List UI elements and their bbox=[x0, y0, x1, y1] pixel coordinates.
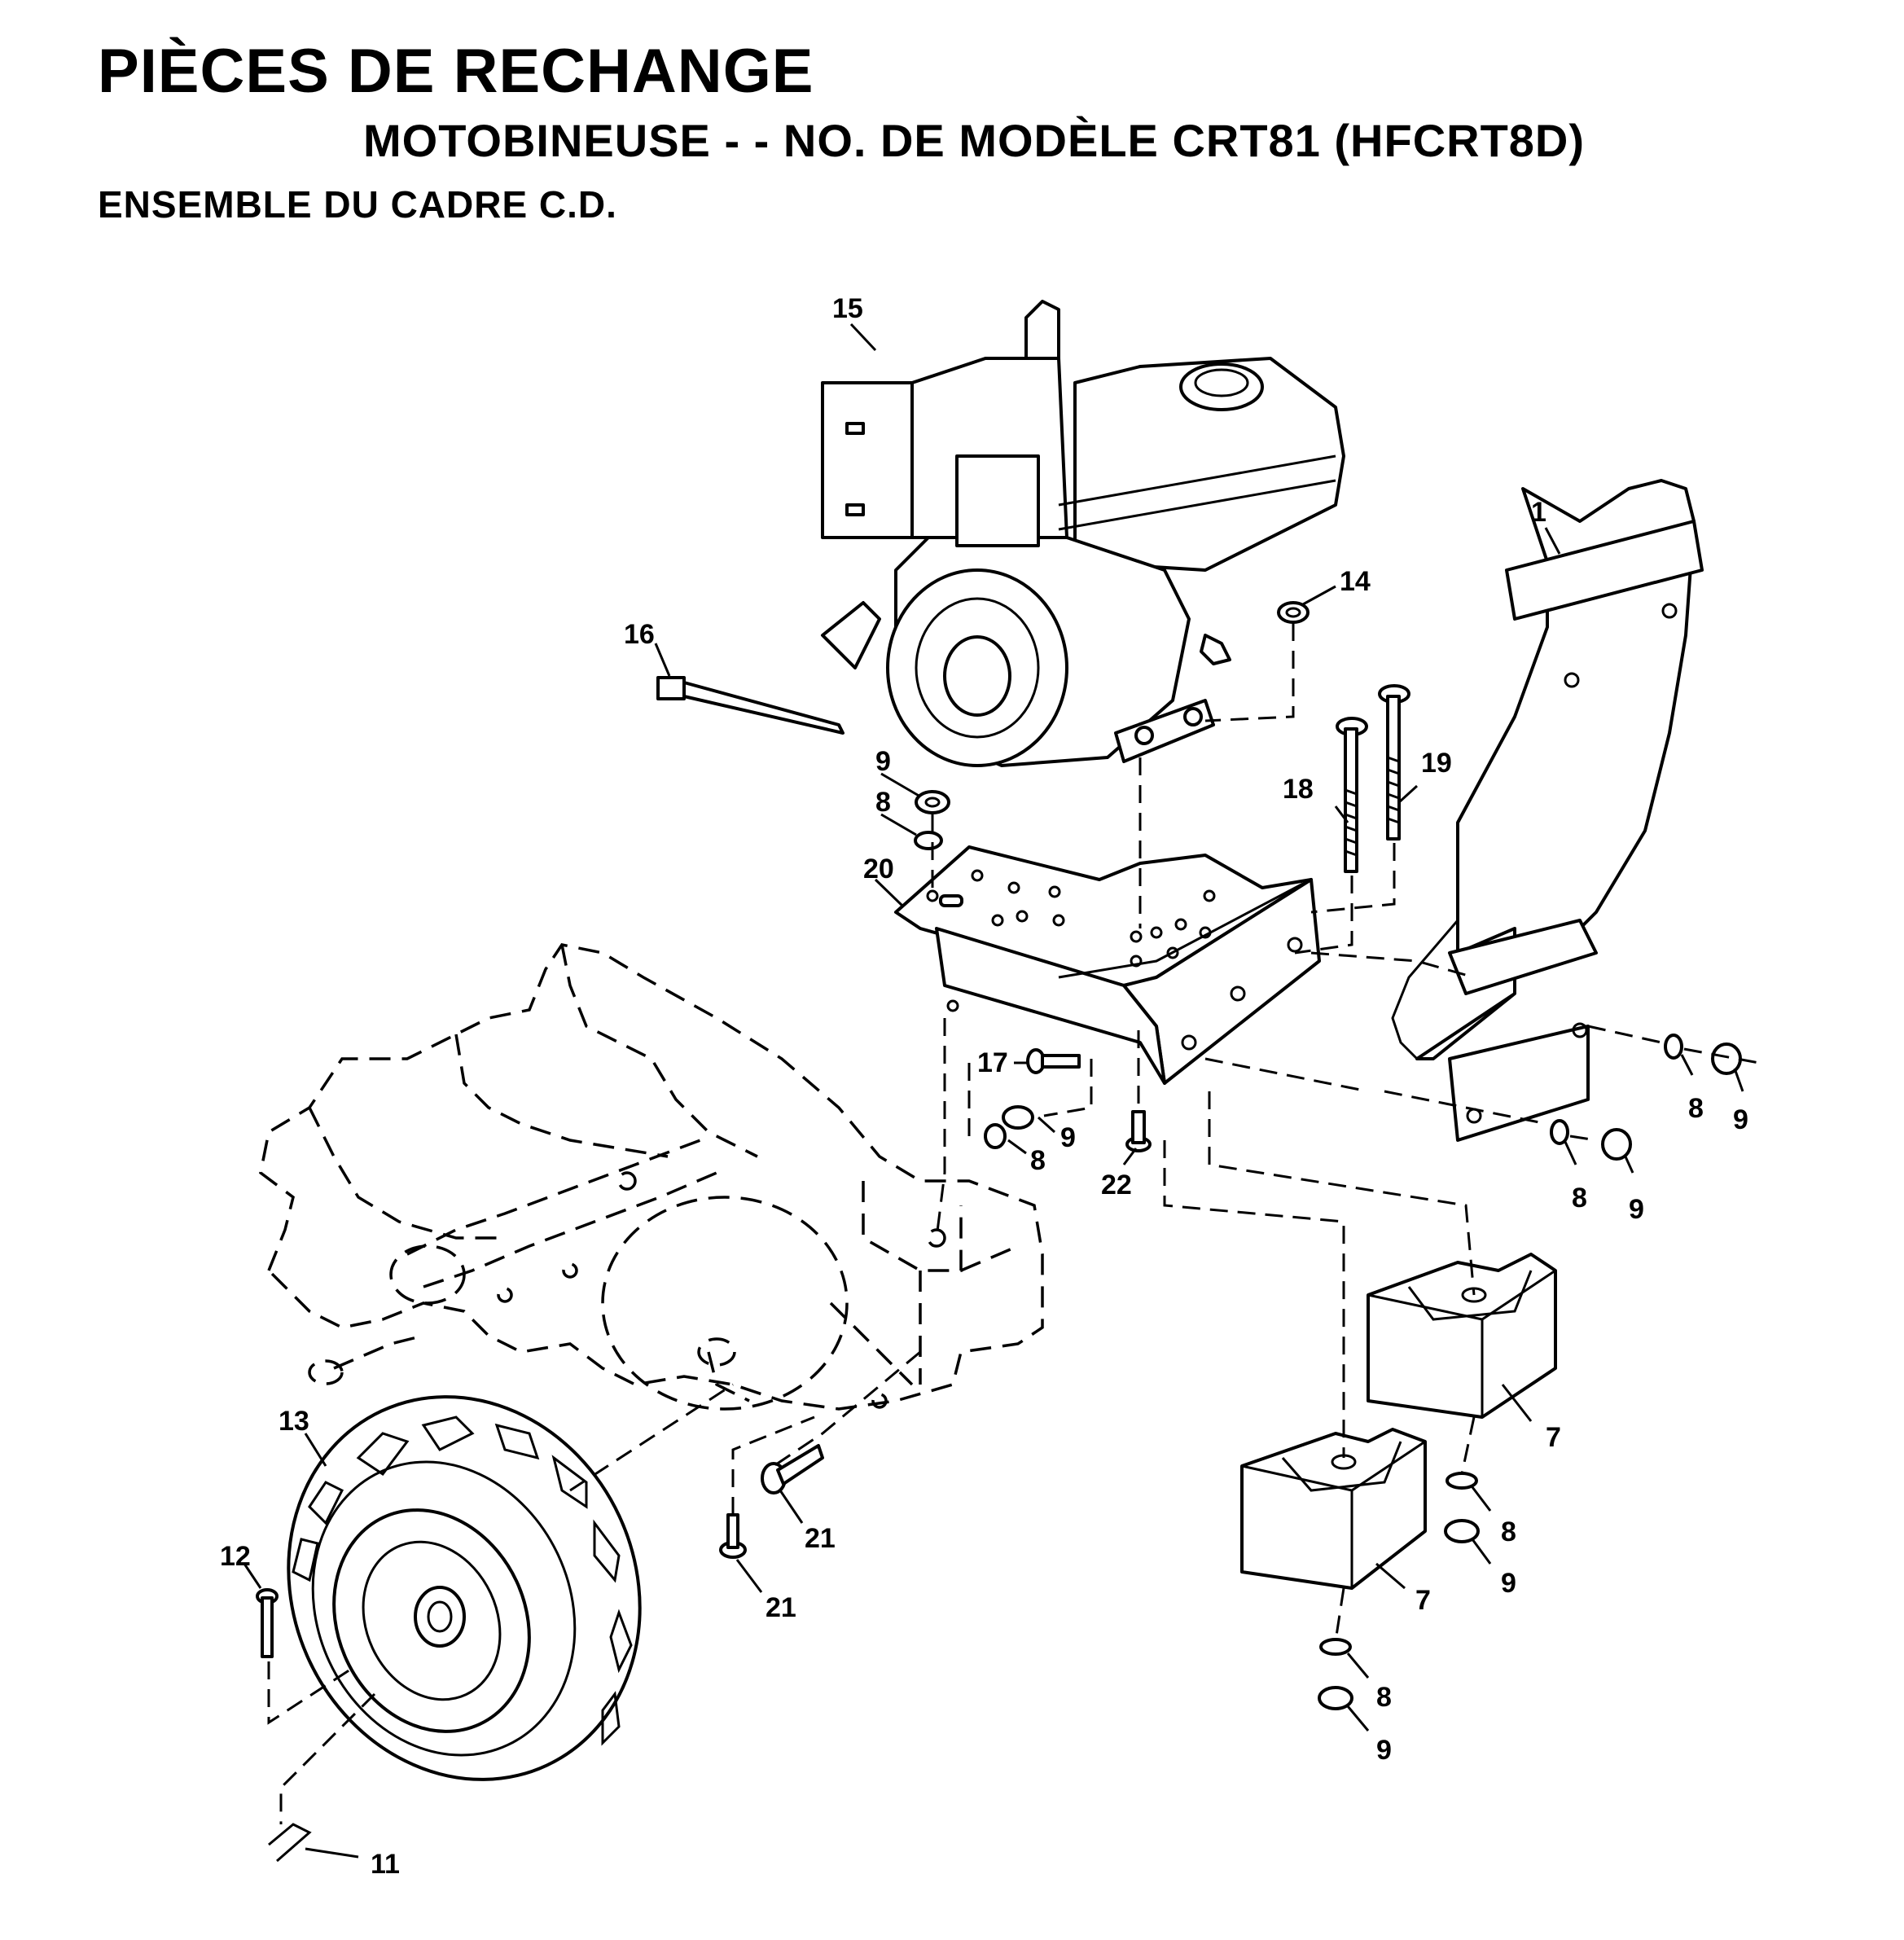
callout-12: 12 bbox=[220, 1541, 251, 1572]
callout-9c: 9 bbox=[1733, 1104, 1748, 1135]
bolt-22 bbox=[1125, 1110, 1152, 1152]
washer-8-block-upper bbox=[1446, 1472, 1478, 1490]
nut-9-block-upper bbox=[1444, 1519, 1480, 1543]
tiller-housing-ghost bbox=[259, 943, 1044, 1411]
plate-bolt-holes bbox=[926, 869, 1303, 1051]
callout-leaders bbox=[243, 323, 1744, 1859]
callout-9b: 9 bbox=[1060, 1122, 1076, 1153]
callout-22: 22 bbox=[1101, 1170, 1132, 1200]
callout-18: 18 bbox=[1283, 774, 1314, 805]
nut-9-right-upper bbox=[1711, 1042, 1742, 1075]
callout-1: 1 bbox=[1531, 497, 1546, 528]
assembly-lines bbox=[267, 623, 1760, 1824]
callout-14: 14 bbox=[1340, 566, 1371, 597]
washer-8-upper-left bbox=[914, 831, 943, 850]
callout-9d: 9 bbox=[1629, 1194, 1644, 1225]
callout-9f: 9 bbox=[1376, 1735, 1392, 1766]
callout-labels: 15 1 14 16 9 8 20 18 19 17 9 8 22 8 9 8 … bbox=[220, 293, 1748, 1880]
wheel-and-tire bbox=[287, 1395, 642, 1781]
model-subtitle: MOTOBINEUSE - - NO. DE MODÈLE CRT81 (HFC… bbox=[363, 115, 1586, 166]
washer-8-block-lower bbox=[1319, 1638, 1352, 1656]
callout-8a: 8 bbox=[875, 787, 891, 818]
callout-8f: 8 bbox=[1376, 1682, 1392, 1713]
callout-19: 19 bbox=[1421, 748, 1452, 779]
clevis-pin-12 bbox=[256, 1588, 279, 1658]
nut-9-upper-left bbox=[915, 790, 950, 814]
engine bbox=[821, 300, 1345, 767]
carriage-bolt-18 bbox=[1336, 717, 1368, 873]
bolt-17 bbox=[1026, 1048, 1081, 1074]
callout-7a: 7 bbox=[1546, 1422, 1561, 1453]
washer-8-right-upper bbox=[1664, 1034, 1683, 1060]
section-title: ENSEMBLE DU CADRE C.D. bbox=[98, 183, 617, 226]
engine-nut-14 bbox=[1277, 601, 1310, 624]
hairpin-clip-11 bbox=[268, 1823, 312, 1863]
nut-9-right-lower bbox=[1601, 1128, 1632, 1161]
callout-17: 17 bbox=[977, 1047, 1008, 1078]
cable-tie bbox=[656, 676, 845, 735]
callout-11: 11 bbox=[371, 1849, 400, 1880]
tire-tread bbox=[292, 1415, 633, 1746]
mounting-plate bbox=[894, 845, 1321, 1085]
callout-9a: 9 bbox=[875, 746, 891, 777]
rubber-block-lower bbox=[1240, 1428, 1427, 1590]
callout-8e: 8 bbox=[1501, 1516, 1516, 1547]
page-title: PIÈCES DE RECHANGE bbox=[98, 37, 814, 106]
callout-9e: 9 bbox=[1501, 1568, 1516, 1599]
bolt-21-lower bbox=[719, 1513, 747, 1559]
front-bumper bbox=[1391, 479, 1704, 1142]
nut-9-mid bbox=[1002, 1105, 1034, 1130]
callout-8c: 8 bbox=[1688, 1093, 1704, 1124]
callout-15: 15 bbox=[832, 293, 863, 324]
nut-9-block-lower bbox=[1318, 1686, 1353, 1710]
washer-8-mid bbox=[984, 1123, 1007, 1149]
rubber-block-upper bbox=[1367, 1253, 1557, 1419]
callout-8d: 8 bbox=[1572, 1183, 1587, 1214]
callout-16: 16 bbox=[624, 619, 655, 650]
callout-8b: 8 bbox=[1030, 1145, 1046, 1176]
carriage-bolt-19 bbox=[1378, 684, 1410, 841]
callout-21b: 21 bbox=[766, 1592, 796, 1623]
callout-13: 13 bbox=[279, 1406, 309, 1437]
bolt-21-upper bbox=[761, 1444, 824, 1495]
washer-8-right-lower bbox=[1550, 1119, 1569, 1145]
callout-7b: 7 bbox=[1415, 1585, 1431, 1616]
callout-21a: 21 bbox=[805, 1523, 836, 1554]
callout-20: 20 bbox=[863, 854, 894, 884]
